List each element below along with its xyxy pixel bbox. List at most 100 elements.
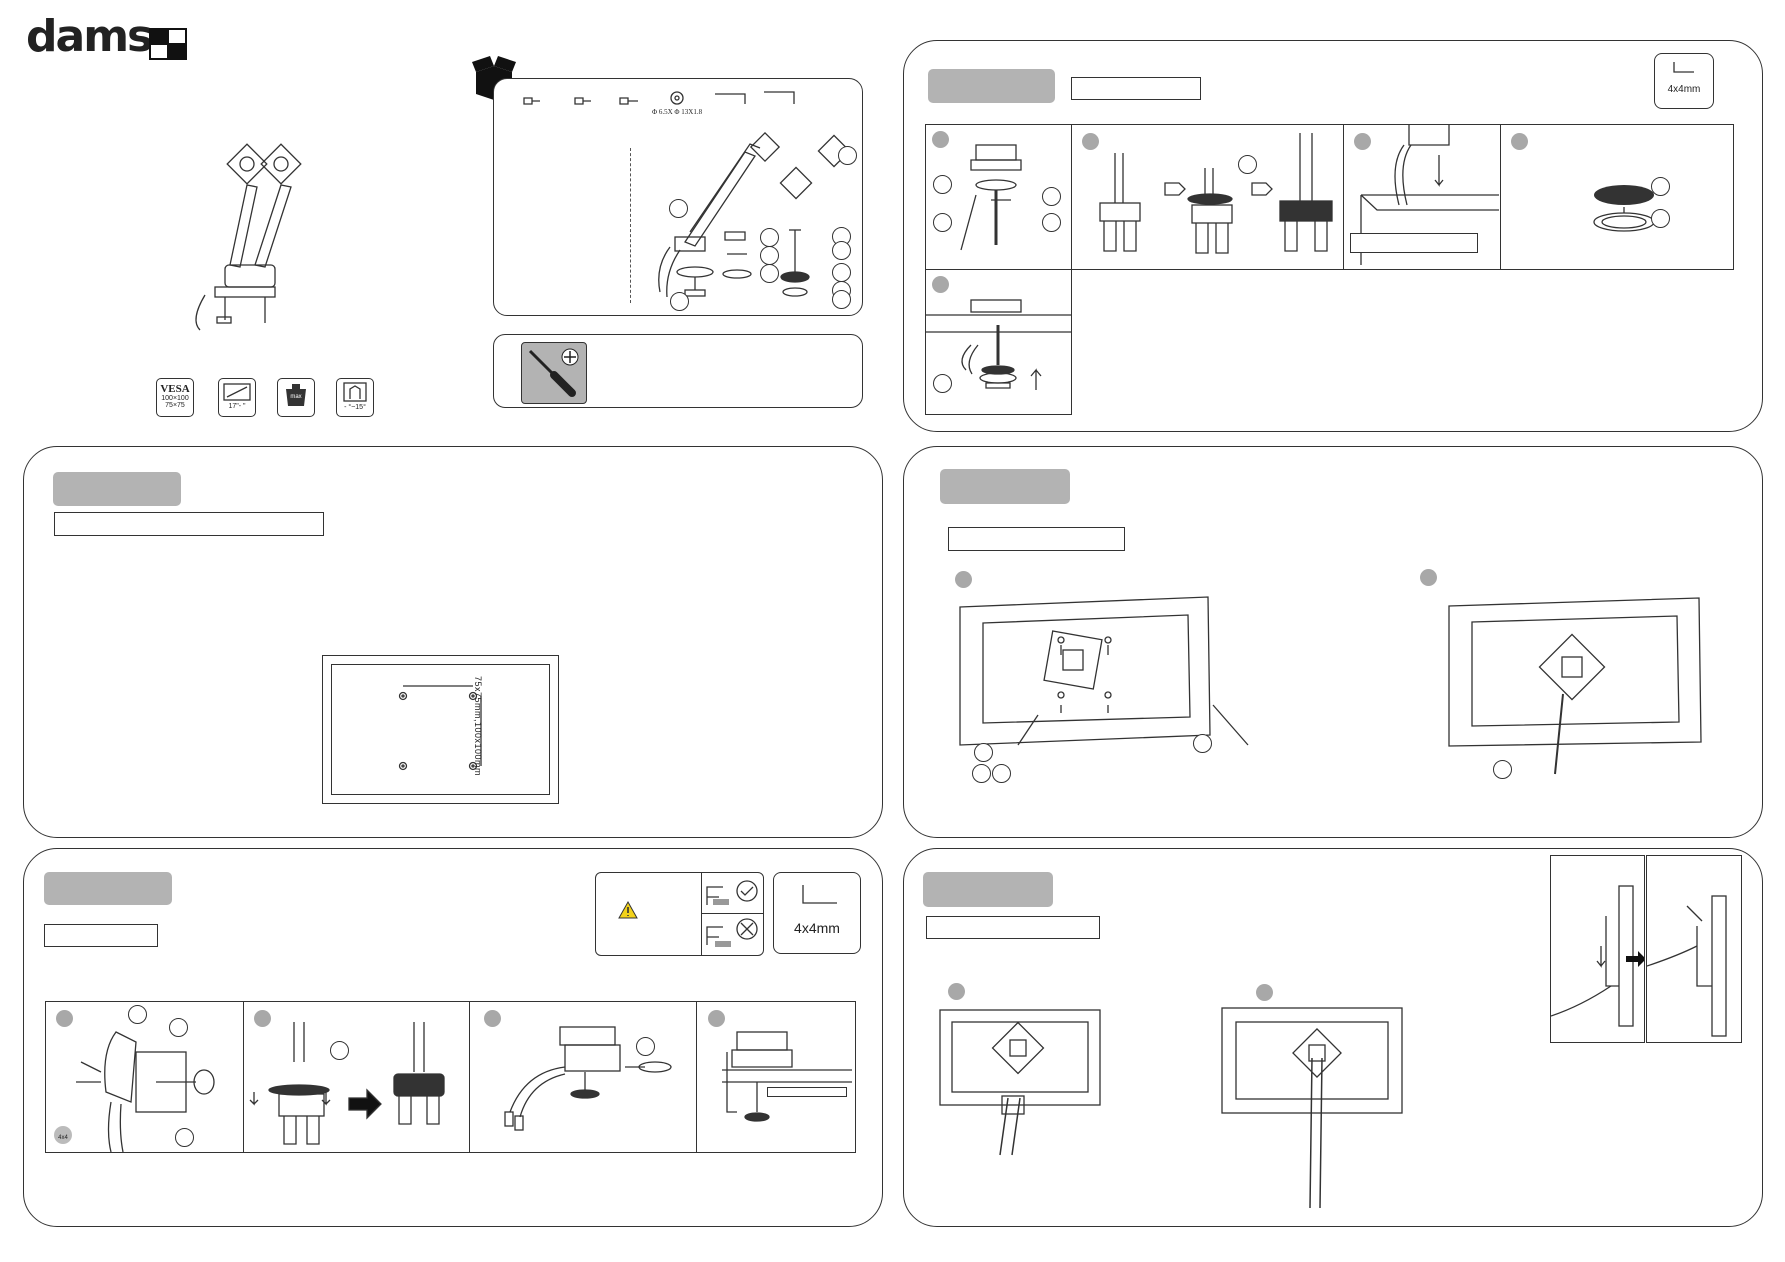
base-attach-illustration: [1099, 133, 1333, 254]
screen-size-label: 17"- ": [228, 403, 246, 410]
part-callout: [636, 1037, 655, 1056]
step-number-dot: [56, 1010, 73, 1027]
allen-key-size: 4x4mm: [1667, 84, 1701, 95]
part-callout: [760, 264, 779, 283]
spec-icon-weight: max: [277, 378, 315, 417]
step-number-dot: [1082, 133, 1099, 150]
washer-label: Φ 6.5X Φ 13X1.8: [652, 108, 703, 116]
step-number-dot: [254, 1010, 271, 1027]
screwdriver-icon: [528, 348, 579, 397]
part-callout: [1238, 155, 1257, 174]
warning-divider: [701, 873, 702, 955]
part-callout: [669, 199, 688, 218]
step-subtitle-box: [44, 924, 158, 947]
monitor-back-diagram: 75x75mm,100x100mm: [322, 655, 559, 804]
parts-hardware-row: [523, 91, 795, 105]
step-cell-b: [243, 1001, 470, 1153]
part-callout: [1651, 177, 1670, 196]
side-view-detail-2: [1646, 855, 1742, 1043]
monitor-on-arm-illustration: [939, 1009, 1101, 1156]
part-callout: [972, 764, 991, 783]
dual-monitor-arm-illustration: [195, 143, 302, 331]
screwdriver-tool: [521, 342, 587, 404]
part-callout: [933, 175, 952, 194]
step-subtitle-box: [948, 527, 1125, 551]
step-heading-tag: [928, 69, 1055, 103]
brand-name: dams: [26, 11, 153, 62]
part-callout: [832, 263, 851, 282]
vesa-dimension-label: 75x75mm,100x100mm: [473, 676, 483, 777]
allen-key-tool: 4x4mm: [1654, 53, 1714, 109]
step-cell-c: [469, 1001, 697, 1153]
step-number-dot: [708, 1010, 725, 1027]
spec-icon-screen: 17"- ": [218, 378, 256, 417]
incorrect-clamp-icon: [706, 918, 758, 947]
brand-logo: dams: [26, 12, 196, 64]
step-panel-monitor-plate: [903, 446, 1763, 838]
clamp-exploded-illustration: [960, 144, 1022, 251]
part-callout: [128, 1005, 147, 1024]
part-callout: [1193, 734, 1212, 753]
monitor-attached-side-illustration: [1647, 895, 1727, 1037]
weight-icon: [286, 384, 306, 406]
step-subtitle-box: [926, 916, 1100, 939]
part-callout: [974, 743, 993, 762]
part-callout: [933, 213, 952, 232]
step-cell-1: [925, 124, 1072, 270]
warning-box: [595, 872, 764, 956]
warning-icon: [618, 900, 638, 919]
allen-key-icon: [802, 885, 837, 904]
part-callout: [832, 241, 851, 260]
part-callout: [330, 1041, 349, 1060]
tilt-label: - °~15°: [344, 404, 366, 411]
parts-divider: [630, 148, 631, 303]
part-callout: [838, 146, 857, 165]
allen-key-badge: 4x4: [54, 1126, 72, 1144]
step-cell-3: [1343, 124, 1501, 270]
step-note-box: [767, 1087, 847, 1097]
screen-size-icon: [223, 383, 251, 401]
side-view-detail-1: [1550, 855, 1645, 1043]
step-note-box: [1350, 233, 1478, 253]
allen-key-size: 4x4mm: [794, 920, 840, 936]
step-number-dot: [932, 131, 949, 148]
part-callout: [169, 1018, 188, 1037]
base-cover-illustration: [249, 1022, 445, 1145]
step-number-dot: [932, 276, 949, 293]
step-panel-vesa: [23, 446, 883, 838]
monitor-back-inner: [331, 664, 550, 795]
part-callout: [670, 292, 689, 311]
part-callout: [175, 1128, 194, 1147]
step-cell-a: 4x4: [45, 1001, 244, 1153]
correct-clamp-icon: [706, 880, 758, 905]
grommet-install-illustration: [926, 299, 1071, 390]
tilt-icon: [343, 382, 367, 402]
step-heading-tag: [923, 872, 1053, 907]
step-number-dot: [1354, 133, 1371, 150]
monitor-rotated-illustration: [1221, 1007, 1403, 1209]
clamp-tighten-illustration: [722, 1031, 852, 1122]
part-callout: [1493, 760, 1512, 779]
spec-icon-tilt: - °~15°: [336, 378, 374, 417]
step-number-dot: [1420, 569, 1437, 586]
monitor-plate-tighten-illustration: [1448, 597, 1702, 775]
monitor-hook-side-illustration: [1551, 885, 1644, 1027]
vesa-icon: VESA: [160, 383, 190, 395]
cable-cover-illustration: [504, 1026, 672, 1131]
spec-icon-vesa: VESA 100×100 75×75: [156, 378, 194, 417]
step-number-dot: [955, 571, 972, 588]
monitor-plate-attach-illustration: [959, 596, 1249, 746]
vesa-size-1: 100×100: [161, 395, 189, 402]
step-subtitle-box: [1071, 77, 1201, 100]
vesa-size-2: 75×75: [165, 402, 185, 409]
step-subtitle-box: [54, 512, 324, 536]
step-heading-tag: [53, 472, 181, 506]
step-number-dot: [948, 983, 965, 1000]
warning-divider-h: [701, 913, 763, 914]
desk-insert-illustration: [1360, 125, 1499, 265]
part-callout: [1651, 209, 1670, 228]
part-callout: [832, 290, 851, 309]
part-callout: [992, 764, 1011, 783]
weight-label: max: [290, 394, 302, 400]
rubber-pad-illustration: [1593, 185, 1655, 232]
